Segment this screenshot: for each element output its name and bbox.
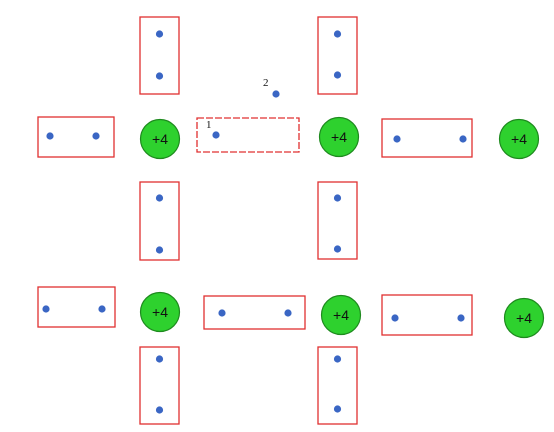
electron-dot: [155, 30, 164, 38]
ion-charge-label: +4: [331, 129, 347, 145]
electron-dot: [333, 30, 342, 38]
ion-charge-label: +4: [516, 310, 532, 326]
pair-box: [317, 346, 358, 425]
electron-dot: [155, 406, 164, 414]
horizontal-pair-1: [37, 116, 115, 158]
vertical-pair-3: [139, 181, 180, 261]
pair-box: [381, 294, 473, 336]
horizontal-pair-4: [37, 286, 116, 328]
lone-electron-dot: [272, 90, 280, 98]
ion-2: +4: [318, 116, 360, 158]
ion-1: +4: [139, 118, 181, 160]
pair-box: [37, 286, 116, 328]
electron-dot: [98, 305, 106, 313]
electron-dot: [46, 132, 54, 140]
pair-box: [139, 181, 180, 261]
horizontal-pair-2: [196, 117, 300, 153]
ion-6: +4: [503, 297, 545, 339]
horizontal-pair-5: [203, 295, 306, 330]
ion-4: +4: [139, 291, 181, 333]
electron-dot: [155, 72, 164, 80]
ion-circle: [320, 294, 362, 336]
ion-circle: [318, 116, 360, 158]
ion-charge-label: +4: [152, 131, 168, 147]
pair-box: [37, 116, 115, 158]
pair-box: [317, 16, 358, 95]
electron-dot: [333, 194, 342, 202]
electron-dot: [42, 305, 50, 313]
ion-circle: [139, 291, 181, 333]
ion-3: +4: [498, 118, 540, 160]
vertical-pair-2: [317, 16, 358, 95]
electron-dot: [393, 135, 401, 143]
electron-dot: [333, 405, 342, 413]
horizontal-pair-3: [381, 118, 473, 158]
ion-5: +4: [320, 294, 362, 336]
electron-dot: [284, 309, 292, 317]
ion-circle: [498, 118, 540, 160]
electron-dot: [457, 314, 465, 322]
ion-charge-label: +4: [333, 307, 349, 323]
electron-dot: [155, 355, 164, 363]
electron-dot: [333, 245, 342, 253]
pair-box: [203, 295, 306, 330]
vertical-pair-1: [139, 16, 180, 95]
electron-dot: [155, 194, 164, 202]
pair-box: [196, 117, 300, 153]
electron-dot: [333, 71, 342, 79]
vertical-pair-5: [139, 346, 180, 425]
vertical-pair-4: [317, 181, 358, 260]
horizontal-pair-6: [381, 294, 473, 336]
marker-1-label: 1: [206, 119, 212, 131]
electron-dot: [333, 355, 342, 363]
pair-box: [139, 16, 180, 95]
ion-charge-label: +4: [152, 304, 168, 320]
marker-2-label: 2: [263, 77, 269, 89]
pair-box: [381, 118, 473, 158]
electron-dot: [155, 246, 164, 254]
electron-dot: [92, 132, 100, 140]
vertical-pair-6: [317, 346, 358, 425]
electron-dot: [218, 309, 226, 317]
pair-box: [317, 181, 358, 260]
electron-dot: [212, 131, 220, 139]
electron-dot: [459, 135, 467, 143]
ion-charge-label: +4: [511, 131, 527, 147]
electron-dot: [391, 314, 399, 322]
ion-circle: [503, 297, 545, 339]
ion-circle: [139, 118, 181, 160]
pair-box: [139, 346, 180, 425]
